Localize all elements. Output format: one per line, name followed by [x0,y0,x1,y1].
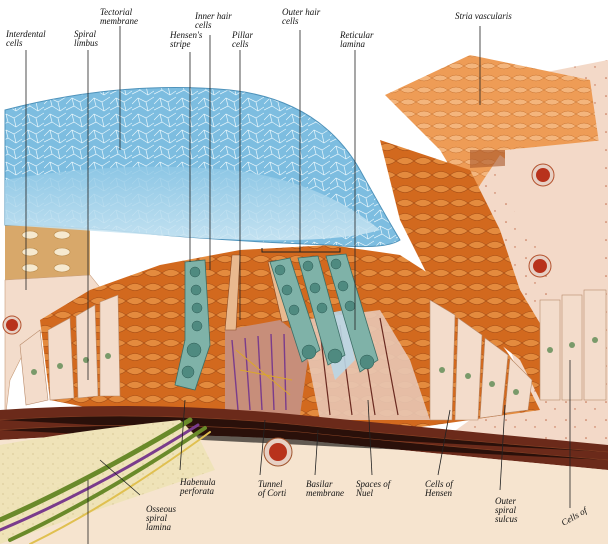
spiral-vessel [269,443,287,461]
interdental-block [5,225,90,280]
label-stria-vascularis: Stria vascularis [455,12,512,21]
stria-vessel [536,168,550,182]
limbus-vessel [6,319,18,331]
ligament-vessel [533,259,547,273]
